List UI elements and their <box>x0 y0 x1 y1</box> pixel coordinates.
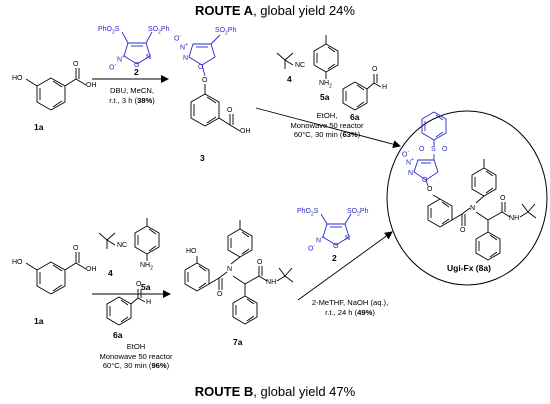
atom-o-ring-2-top: O <box>134 62 140 69</box>
atom-oh-3: OH <box>240 128 251 135</box>
atom-so2ph-2-top: SO2Ph <box>148 26 170 36</box>
atom-ho-1a-bottom: HO <box>12 259 23 266</box>
label-7a: 7a <box>233 337 243 347</box>
label-4-top: 4 <box>287 74 292 84</box>
atom-o1-8a: O <box>419 146 425 153</box>
conditions-step4: 2-MeTHF, NaOH (aq.), r.t., 24 h (49%) <box>311 298 389 317</box>
atom-s-8a: S <box>431 146 436 153</box>
atom-phso2-2-top: PhO2S <box>98 26 120 36</box>
atom-nh2-5a-top: NH2 <box>319 80 332 90</box>
atom-ominus-2-top: O- <box>109 62 117 72</box>
structure-6a-top <box>342 74 382 111</box>
label-2-top: 2 <box>134 67 139 77</box>
atom-n2-2-top: N <box>146 54 152 61</box>
label-6a-top: 6a <box>350 112 360 122</box>
structure-1a-top <box>25 68 87 111</box>
atom-so2ph-2-bottom: SO2Ph <box>347 208 369 218</box>
atom-ominus-2-bottom: O- <box>308 243 316 253</box>
label-6a-bottom: 6a <box>113 330 123 340</box>
route-b-name: ROUTE B <box>194 384 254 399</box>
atom-nh-7a: NH <box>266 279 277 286</box>
atom-oh-1a-bottom: OH <box>86 266 97 273</box>
atom-n2-2-bottom: N <box>345 235 351 242</box>
atom-o-6a-top: O <box>372 66 378 73</box>
atom-o2-8a: O <box>442 146 448 153</box>
arrow-step4 <box>297 231 393 301</box>
atom-ominus-8a: O- <box>402 149 410 159</box>
atom-nplus-3: N+ <box>180 42 188 52</box>
atom-ominus-3: O- <box>174 33 182 43</box>
route-a-name: ROUTE A <box>195 3 254 18</box>
route-a-yield: , global yield 24% <box>253 3 355 18</box>
atom-n-2-bottom: N+ <box>316 235 324 245</box>
structure-5a-bottom <box>134 218 160 261</box>
atom-ho-1a-top: HO <box>12 75 23 82</box>
structure-3 <box>188 34 241 132</box>
structure-2-bottom <box>320 213 352 246</box>
atom-n-7a: N <box>227 266 233 273</box>
product-circle <box>386 110 548 286</box>
atom-nc-4-bottom: NC <box>117 242 128 249</box>
atom-nc-4-top: NC <box>295 62 306 69</box>
conditions-step1: DBU, MeCN, r.t., 3 h (38%) <box>109 86 155 105</box>
atom-h-6a-top: H <box>382 84 388 91</box>
conditions-step3: EtOH Monowave 50 reactor 60°C, 30 min (9… <box>99 342 173 370</box>
atom-o-amide2-7a: O <box>257 259 263 266</box>
atom-o-1a-top: O <box>73 61 79 68</box>
label-2-bottom: 2 <box>332 253 337 263</box>
atom-o-acid-3: O <box>227 107 233 114</box>
label-4-bottom: 4 <box>108 268 113 278</box>
structure-2-top <box>121 31 153 65</box>
atom-h-6a-bottom: H <box>146 299 152 306</box>
label-3: 3 <box>200 153 205 163</box>
atom-o-ether-3: O <box>202 77 208 84</box>
atom-so2ph-3: SO2Ph <box>215 27 237 37</box>
structure-5a-top <box>313 35 339 79</box>
atom-o-amide1-8a: O <box>460 227 466 234</box>
atom-nplus-8a: N+ <box>406 157 414 167</box>
atom-oh-7a: HO <box>186 248 197 255</box>
atom-n-3: N <box>183 55 189 62</box>
atom-phso2-2-bottom: PhO2S <box>297 208 319 218</box>
atom-o-6a-bottom: O <box>136 281 142 288</box>
route-a-title: ROUTE A, global yield 24% <box>0 3 550 18</box>
atom-o-amide1-7a: O <box>217 291 223 298</box>
atom-o-ring-3: O <box>198 64 204 71</box>
label-product: Ugi-Fx (8a) <box>447 263 491 273</box>
label-5a-top: 5a <box>320 92 330 102</box>
atom-o-ring-2-bottom: O <box>333 243 339 250</box>
label-1a-bottom: 1a <box>34 316 44 326</box>
atom-o-ether-8a: O <box>427 186 433 193</box>
atom-o-amide2-8a: O <box>500 195 506 202</box>
atom-nh-8a: NH <box>509 215 520 222</box>
structure-1a-bottom <box>25 252 87 295</box>
atom-n-8a: N <box>408 170 414 177</box>
route-b-yield: , global yield 47% <box>253 384 356 399</box>
structure-4-bottom <box>98 232 116 249</box>
atom-oh-1a-top: OH <box>86 82 97 89</box>
atom-n-amide-8a: N <box>470 205 476 212</box>
label-1a-top: 1a <box>34 122 44 132</box>
structure-7a <box>184 220 294 325</box>
atom-o-1a-bottom: O <box>73 245 79 252</box>
route-b-title: ROUTE B, global yield 47% <box>0 384 550 399</box>
structure-8a <box>413 111 537 261</box>
label-5a-bottom: 5a <box>141 282 151 292</box>
atom-n-2-top: N+ <box>117 54 125 64</box>
atom-nh2-5a-bottom: NH2 <box>140 262 153 272</box>
structure-4-top <box>276 52 294 69</box>
structure-6a-bottom <box>106 289 146 326</box>
atom-o-ring-8a: O <box>422 177 428 184</box>
conditions-step2: EtOH, Monowave 50 reactor 60°C, 30 min (… <box>290 111 364 139</box>
arrow-step2 <box>255 107 401 149</box>
